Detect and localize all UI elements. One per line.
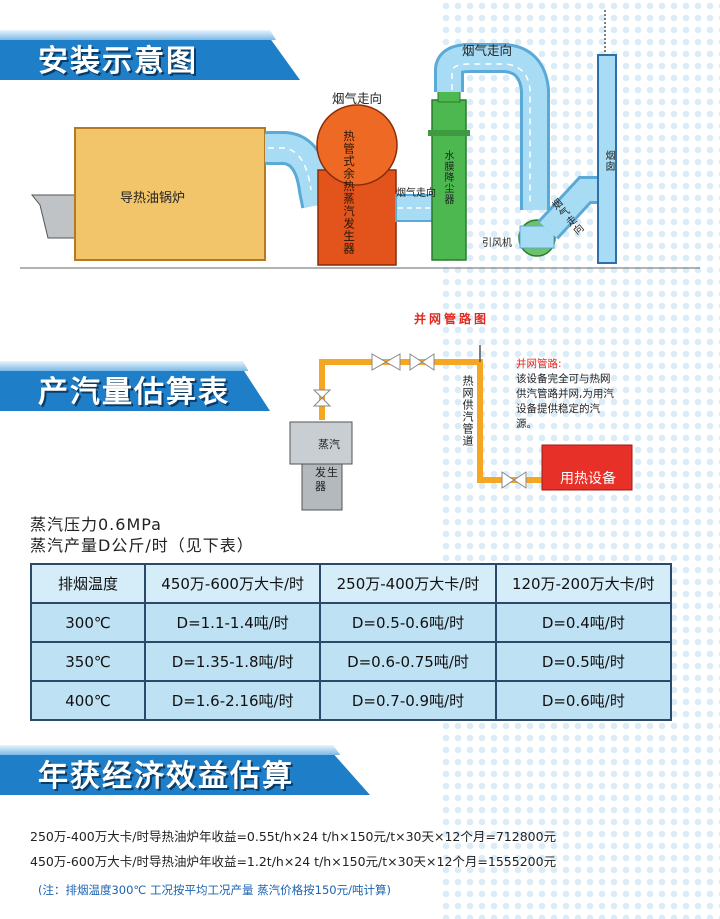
table-header-row: 排烟温度 450万-600万大卡/时 250万-400万大卡/时 120万-20… [30,563,673,604]
label-fan: 引风机 [482,238,512,249]
table-cell: D=1.35-1.8吨/时 [143,641,322,682]
table-cell: D=0.6吨/时 [494,680,673,721]
table-cell: D=1.1-1.4吨/时 [143,602,322,643]
boiler-body [74,127,266,261]
valve-icon [371,353,388,371]
label-equipment: 用热设备 [560,471,616,487]
header-cell: 450万-600万大卡/时 [143,563,322,604]
grid-diagram-title: 并网管路图 [414,312,490,326]
header-cell: 120万-200万大卡/时 [494,563,673,604]
table-row: 400℃ D=1.6-2.16吨/时 D=0.7-0.9吨/时 D=0.6吨/时 [30,680,673,721]
generator-box-top [289,421,353,465]
installation-diagram [20,10,700,269]
section-title-steam: 产汽量估算表 [38,375,230,410]
table-cell: D=0.6-0.75吨/时 [319,641,497,682]
label-flue-tower: 烟气走向 [462,43,513,58]
label-tower: 水膜降尘器 [442,150,453,205]
heat-equipment [541,444,633,491]
steam-output: 蒸汽产量D公斤/时（见下表） [30,536,254,555]
table-cell: 350℃ [30,641,146,682]
table-cell: 400℃ [30,680,146,721]
label-flue-generator: 烟气走向 [332,91,383,106]
table-cell: D=0.5吨/时 [494,641,673,682]
steam-pressure: 蒸汽压力0.6MPa [30,515,162,534]
label-chimney: 烟囱 [603,150,614,172]
table-cell: 300℃ [30,602,146,643]
generator-dome [316,104,398,186]
section-title-installation: 安装示意图 [38,44,198,79]
economics-note: (注：排烟温度300℃ 工况按平均工况产量 蒸汽价格按150元/吨计算) [38,883,391,897]
economics-line-2: 450万-600万大卡/时导热油炉年收益=1.2t/h×24 t/h×150元/… [30,854,557,869]
header-cell: 排烟温度 [30,563,146,604]
grid-note-title: 并网管路: [516,358,562,370]
steam-table: 排烟温度 450万-600万大卡/时 250万-400万大卡/时 120万-20… [30,563,673,721]
label-flue-mid: 烟气走向 [396,188,436,199]
header-cell: 250万-400万大卡/时 [319,563,497,604]
feed-chute [30,194,81,239]
steam-pipe [319,359,542,483]
dust-tower [431,99,467,261]
grid-note-body: 该设备完全可与热网供汽管路并网,为用汽设备提供稳定的汽源。 [516,373,614,430]
chimney [597,54,617,264]
section-banner-steam: 产汽量估算表 [0,361,270,411]
label-steam-box: 蒸汽 [318,438,340,451]
table-row: 350℃ D=1.35-1.8吨/时 D=0.6-0.75吨/时 D=0.5吨/… [30,641,673,682]
label-generator: 热管式余热蒸汽发生器 [342,130,356,255]
section-title-economics: 年获经济效益估算 [38,759,294,794]
section-banner-economics: 年获经济效益估算 [0,745,370,795]
table-cell: D=0.7-0.9吨/时 [319,680,497,721]
generator-box-bottom [301,463,343,511]
label-generator-box: 发生器 [315,466,339,493]
table-cell: D=0.4吨/时 [494,602,673,643]
label-pipe: 热网供汽管道 [461,375,474,447]
section-banner-installation: 安装示意图 [0,30,300,80]
label-boiler: 导热油锅炉 [120,191,186,206]
economics-line-1: 250万-400万大卡/时导热油炉年收益=0.55t/h×24 t/h×150元… [30,829,557,844]
table-cell: D=1.6-2.16吨/时 [143,680,322,721]
table-cell: D=0.5-0.6吨/时 [319,602,497,643]
table-row: 300℃ D=1.1-1.4吨/时 D=0.5-0.6吨/时 D=0.4吨/时 [30,602,673,643]
grid-diagram [289,345,633,511]
